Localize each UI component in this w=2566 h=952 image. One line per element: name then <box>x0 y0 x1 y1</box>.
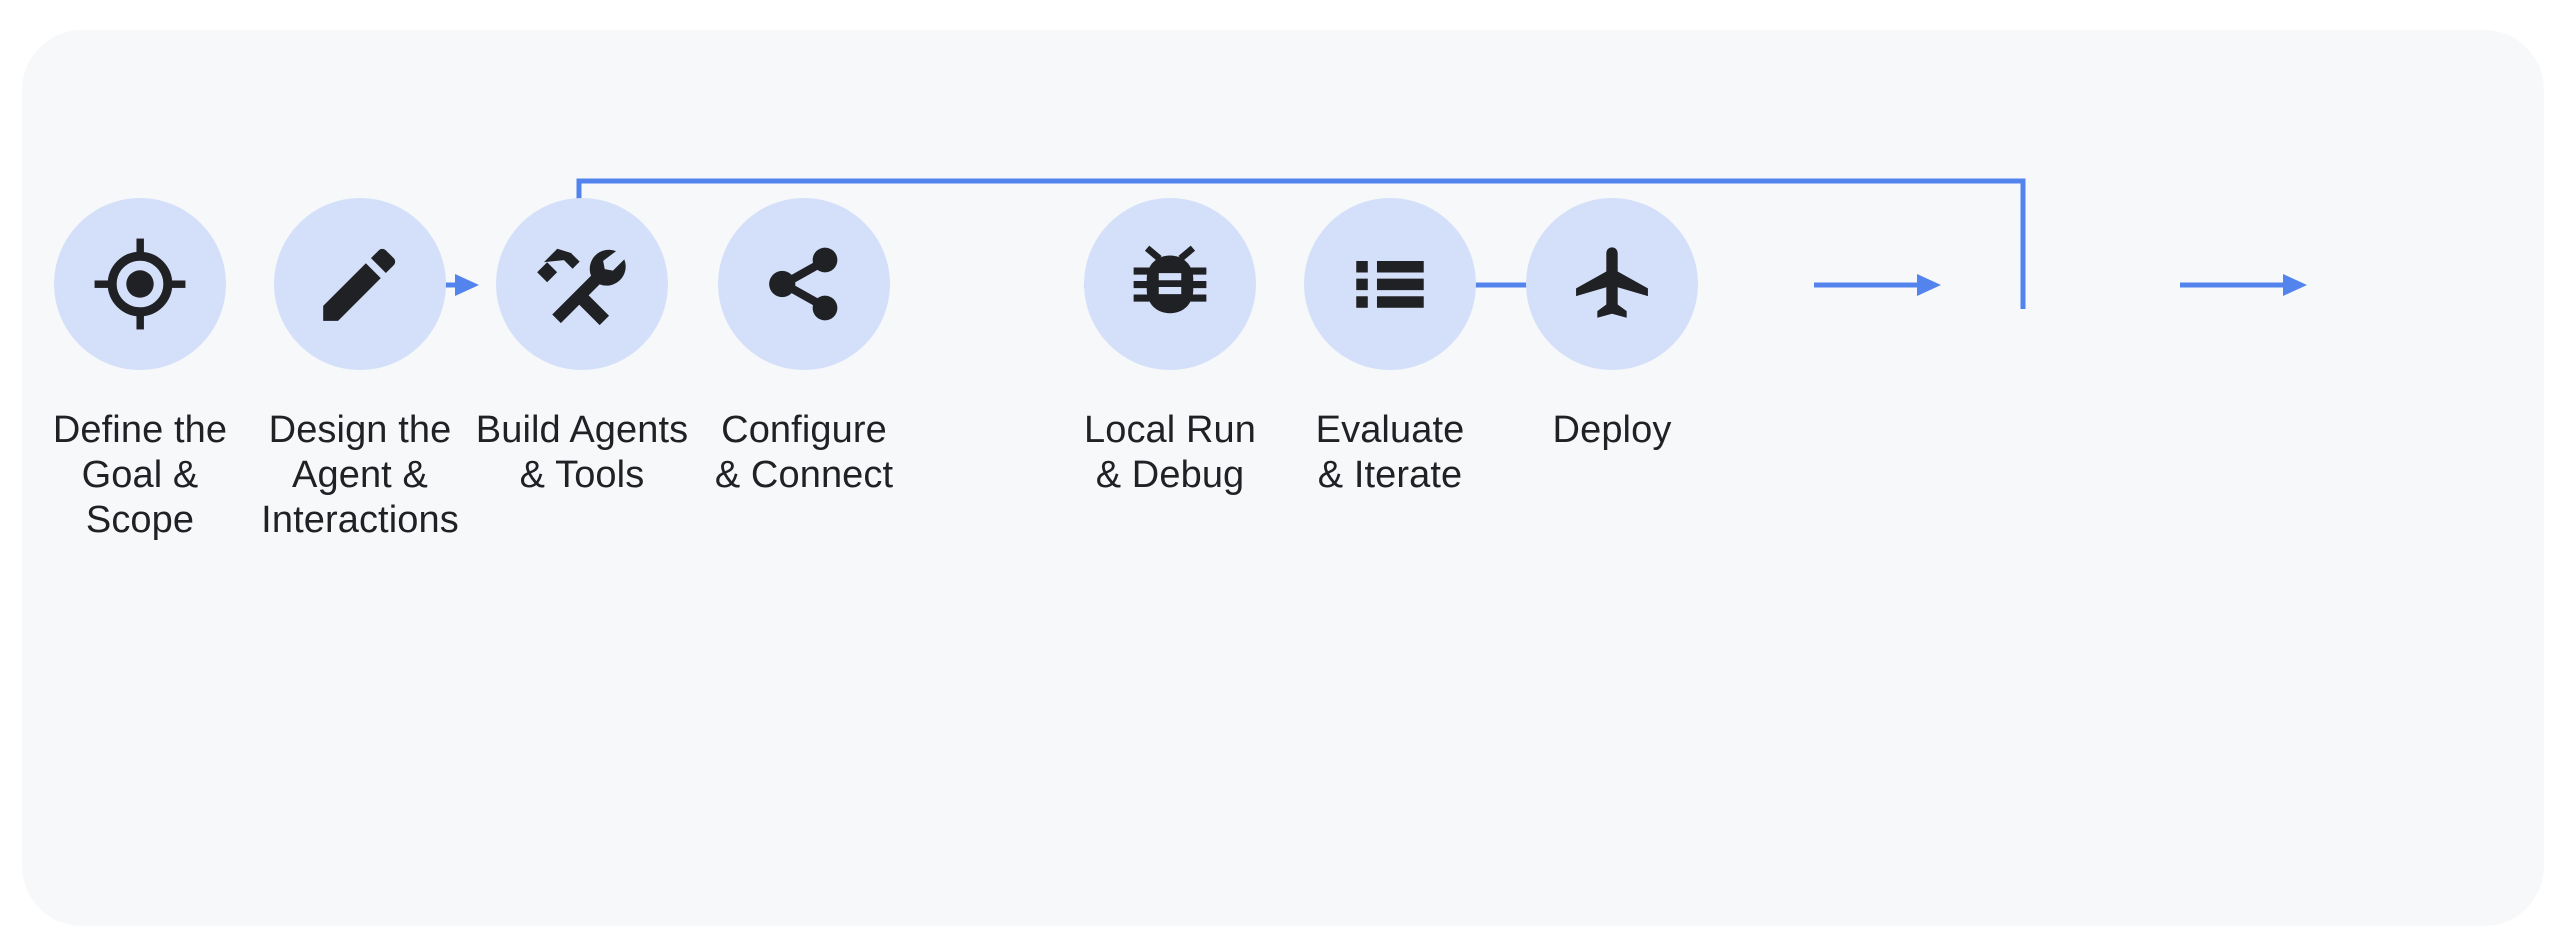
step-icon-circle[interactable] <box>54 198 226 370</box>
step-icon-circle[interactable] <box>718 198 890 370</box>
step-deploy[interactable]: Deploy <box>1492 198 1732 453</box>
step-define-goal-scope[interactable]: Define the Goal & Scope <box>22 198 260 542</box>
pencil-icon <box>323 248 396 321</box>
step-label: Deploy <box>1552 409 1672 451</box>
step-icon-circle[interactable] <box>1304 198 1476 370</box>
target-icon <box>94 238 186 330</box>
step-evaluate-iterate[interactable]: Evaluate & Iterate <box>1270 198 1510 498</box>
bug-icon <box>1133 245 1207 314</box>
step-icon-circle[interactable] <box>274 198 446 370</box>
connector-localrun-to-evaluate <box>1814 274 1941 296</box>
step-design-agent-interactions[interactable]: Design the Agent & Interactions <box>240 198 480 542</box>
step-icon-circle[interactable] <box>496 198 668 370</box>
share-nodes-icon <box>769 247 838 321</box>
step-label: Design the Agent & Interactions <box>261 409 459 541</box>
workflow-diagram-card: Define the Goal & Scope Design the Agent… <box>22 30 2544 926</box>
step-configure-connect[interactable]: Configure & Connect <box>684 198 924 498</box>
connector-evaluate-to-deploy <box>2180 274 2307 296</box>
airplane-icon <box>1576 247 1648 318</box>
step-label: Evaluate & Iterate <box>1315 409 1465 496</box>
step-icon-circle[interactable] <box>1084 198 1256 370</box>
step-label: Build Agents & Tools <box>475 409 689 496</box>
step-label: Configure & Connect <box>714 409 894 496</box>
step-icon-circle[interactable] <box>1526 198 1698 370</box>
step-label: Local Run & Debug <box>1083 409 1256 496</box>
step-label: Define the Goal & Scope <box>52 409 228 541</box>
step-local-run-debug[interactable]: Local Run & Debug <box>1050 198 1290 498</box>
step-build-agents-tools[interactable]: Build Agents & Tools <box>462 198 702 498</box>
list-icon <box>1356 261 1424 308</box>
hammer-wrench-icon <box>537 248 626 326</box>
